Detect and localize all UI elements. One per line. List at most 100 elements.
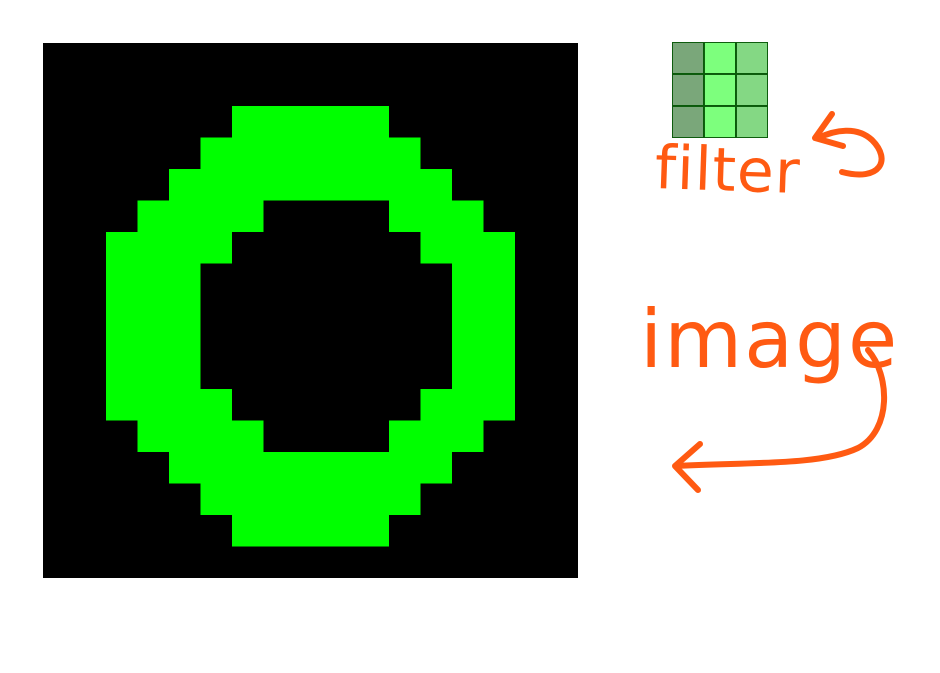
ring-pixel (420, 200, 453, 232)
ring-pixel (357, 483, 390, 516)
background-pixel (263, 357, 295, 390)
background-pixel (74, 483, 106, 516)
background-pixel (294, 231, 327, 264)
filter-cell (703, 105, 737, 138)
ring-pixel (105, 263, 138, 295)
background-pixel (137, 515, 169, 547)
ring-pixel (231, 452, 264, 484)
ring-pixel (357, 137, 390, 169)
background-pixel (483, 74, 516, 106)
background-pixel (357, 546, 390, 578)
background-pixel (326, 200, 358, 232)
background-pixel (483, 105, 516, 138)
ring-pixel (326, 515, 358, 547)
background-pixel (326, 294, 358, 327)
background-pixel (168, 137, 201, 169)
ring-pixel (452, 231, 484, 264)
background-pixel (420, 137, 453, 169)
background-pixel (420, 43, 453, 75)
background-pixel (43, 43, 75, 75)
background-pixel (294, 294, 327, 327)
ring-pixel (263, 105, 295, 138)
background-pixel (43, 263, 75, 295)
background-pixel (357, 263, 390, 295)
ring-pixel (200, 483, 232, 516)
filter-label: filter (653, 133, 802, 209)
ring-pixel (483, 389, 516, 421)
background-pixel (200, 43, 232, 75)
background-pixel (420, 74, 453, 106)
filter-cell (672, 73, 705, 107)
background-pixel (43, 294, 75, 327)
ring-pixel (483, 263, 516, 295)
background-pixel (546, 515, 578, 547)
ring-pixel (137, 420, 169, 453)
background-pixel (452, 515, 484, 547)
background-pixel (357, 43, 390, 75)
background-pixel (263, 200, 295, 232)
background-pixel (452, 546, 484, 578)
background-pixel (74, 263, 106, 295)
ring-pixel (168, 420, 201, 453)
ring-pixel (326, 137, 358, 169)
ring-pixel (231, 483, 264, 516)
ring-pixel (483, 357, 516, 390)
background-pixel (200, 263, 232, 295)
background-pixel (137, 105, 169, 138)
background-pixel (105, 515, 138, 547)
ring-pixel (389, 483, 421, 516)
background-pixel (294, 546, 327, 578)
ring-pixel (137, 200, 169, 232)
ring-pixel (357, 515, 390, 547)
ring-pixel (294, 105, 327, 138)
background-pixel (546, 263, 578, 295)
background-pixel (105, 137, 138, 169)
background-pixel (326, 546, 358, 578)
background-pixel (137, 483, 169, 516)
background-pixel (200, 515, 232, 547)
background-pixel (420, 263, 453, 295)
ring-pixel (483, 294, 516, 327)
background-pixel (546, 546, 578, 578)
ring-pixel (137, 357, 169, 390)
background-pixel (43, 483, 75, 516)
background-pixel (546, 294, 578, 327)
background-pixel (420, 483, 453, 516)
background-pixel (168, 546, 201, 578)
background-pixel (326, 43, 358, 75)
background-pixel (452, 137, 484, 169)
background-pixel (43, 105, 75, 138)
background-pixel (389, 74, 421, 106)
background-pixel (515, 420, 547, 453)
ring-pixel (200, 389, 232, 421)
background-pixel (515, 231, 547, 264)
background-pixel (231, 326, 264, 358)
background-pixel (231, 357, 264, 390)
filter-arrow (815, 127, 885, 178)
ring-pixel (200, 420, 232, 453)
background-pixel (43, 326, 75, 358)
background-pixel (515, 452, 547, 484)
ring-pixel (389, 420, 421, 453)
background-pixel (294, 74, 327, 106)
background-pixel (263, 231, 295, 264)
image-arrow-head (672, 441, 703, 493)
ring-pixel (231, 200, 264, 232)
background-pixel (389, 231, 421, 264)
background-pixel (43, 389, 75, 421)
ring-pixel (294, 168, 327, 201)
background-pixel (515, 483, 547, 516)
background-pixel (294, 200, 327, 232)
ring-pixel (231, 137, 264, 169)
background-pixel (357, 74, 390, 106)
ring-pixel (326, 483, 358, 516)
background-pixel (452, 168, 484, 201)
background-pixel (420, 105, 453, 138)
background-pixel (294, 420, 327, 453)
background-pixel (74, 168, 106, 201)
background-pixel (74, 452, 106, 484)
background-pixel (43, 546, 75, 578)
background-pixel (231, 389, 264, 421)
background-pixel (294, 43, 327, 75)
background-pixel (294, 357, 327, 390)
